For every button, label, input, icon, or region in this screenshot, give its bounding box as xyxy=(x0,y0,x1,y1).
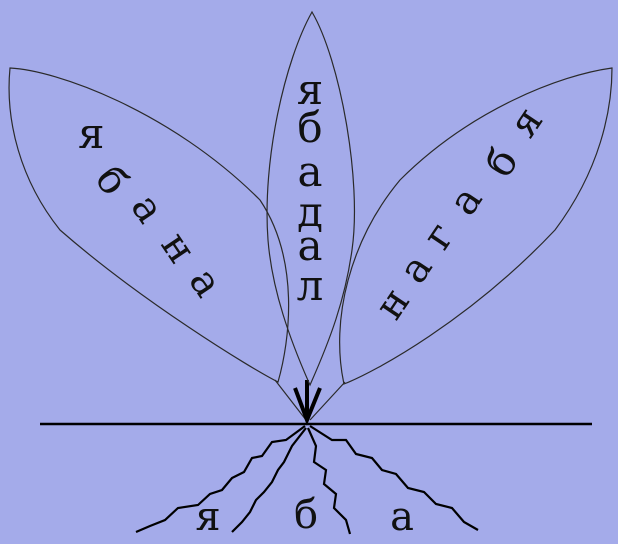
leaf-left-letter: а xyxy=(180,260,231,306)
root-letter: я xyxy=(195,494,220,539)
root-letter: а xyxy=(390,494,414,539)
leaf-left-letter: а xyxy=(122,186,173,232)
leaf-right-letter: б xyxy=(476,140,528,186)
leaf-left-letter: б xyxy=(86,158,138,204)
leaf-right-letter: я xyxy=(500,99,552,146)
leaf-left-letter: я xyxy=(78,109,105,158)
leaf-middle-letter: л xyxy=(297,261,324,310)
leaf-right-letter: а xyxy=(390,246,441,292)
leaf-left-letter: н xyxy=(152,224,205,272)
leaf-middle-letter: б xyxy=(297,103,322,152)
leaf-left-word: я xyxy=(55,96,128,170)
leaf-right xyxy=(340,68,612,384)
root-letter: б xyxy=(294,492,318,538)
leaf-left xyxy=(9,68,289,382)
leaf-right-letter: г xyxy=(414,214,464,257)
leaf-right-letter: а xyxy=(440,178,491,224)
leaf-right-letter: н xyxy=(366,280,419,328)
